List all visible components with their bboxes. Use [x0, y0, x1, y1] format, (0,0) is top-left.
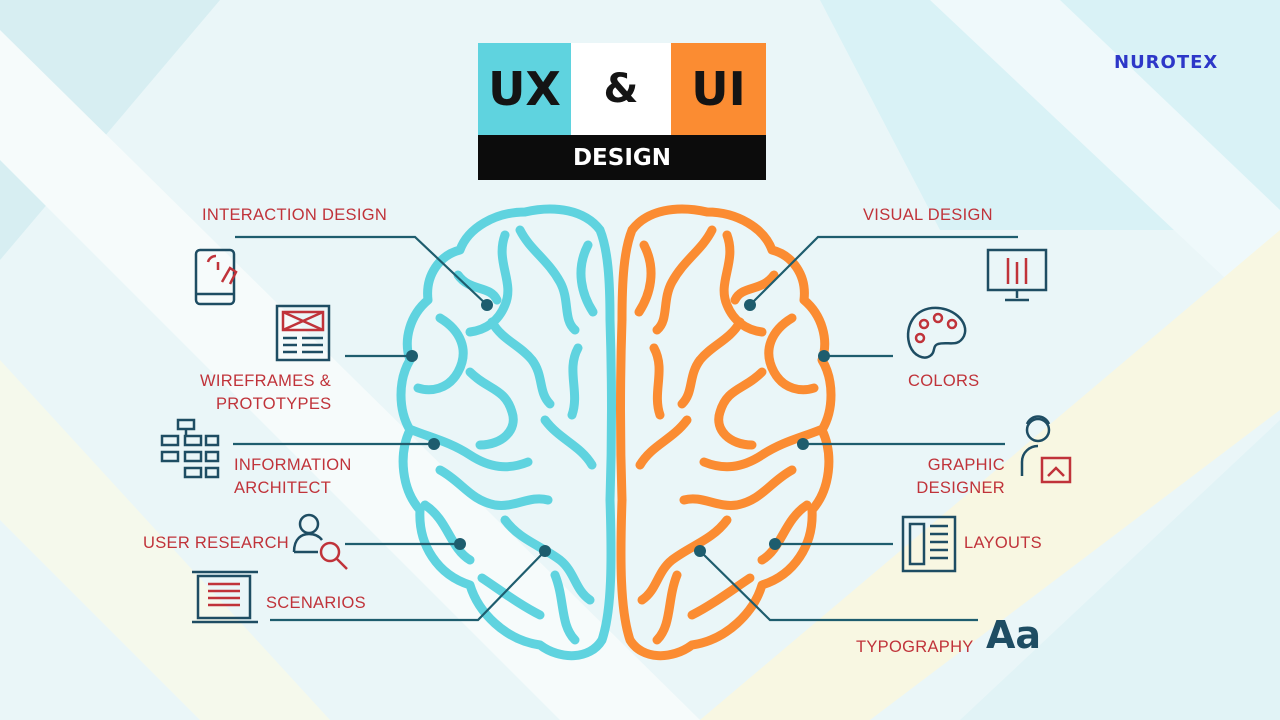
title-block: UX & UI DESIGN	[478, 43, 766, 180]
user-search-icon	[292, 513, 348, 570]
ui-tile: UI	[671, 43, 766, 135]
wireframe-document-icon	[275, 304, 331, 362]
color-palette-icon	[906, 306, 967, 359]
label-graphic-line1: GRAPHIC	[927, 456, 1005, 474]
design-subtitle: DESIGN	[478, 135, 766, 180]
sitemap-icon	[160, 418, 220, 479]
label-information-line1: INFORMATION	[234, 456, 352, 474]
ui-hemisphere	[616, 204, 836, 661]
connector-lines	[233, 235, 1018, 622]
brand-logo: NUROTEX	[1114, 52, 1219, 73]
tablet-touch-icon	[194, 248, 238, 306]
connector-dots	[406, 299, 830, 557]
label-wireframes-line2: PROTOTYPES	[216, 395, 332, 413]
label-interaction-design: INTERACTION DESIGN	[202, 206, 388, 224]
label-information-line2: ARCHITECT	[234, 479, 332, 497]
label-layouts: LAYOUTS	[964, 534, 1042, 552]
label-typography: TYPOGRAPHY	[856, 638, 974, 656]
ux-tile: UX	[478, 43, 571, 135]
label-scenarios: SCENARIOS	[266, 594, 366, 612]
ux-hemisphere	[396, 204, 616, 661]
ampersand-tile: &	[571, 43, 671, 135]
monitor-brushes-icon	[986, 248, 1048, 302]
designer-person-icon	[1020, 415, 1072, 484]
scroll-document-icon	[192, 570, 258, 624]
label-visual-design: VISUAL DESIGN	[863, 206, 993, 224]
label-wireframes-line1: WIREFRAMES &	[200, 372, 332, 390]
label-user-research: USER RESEARCH	[143, 534, 290, 552]
layout-grid-icon	[901, 515, 957, 573]
label-graphic-line2: DESIGNER	[916, 479, 1005, 497]
label-colors: COLORS	[908, 372, 980, 390]
typography-sample: Aa	[986, 613, 1042, 657]
